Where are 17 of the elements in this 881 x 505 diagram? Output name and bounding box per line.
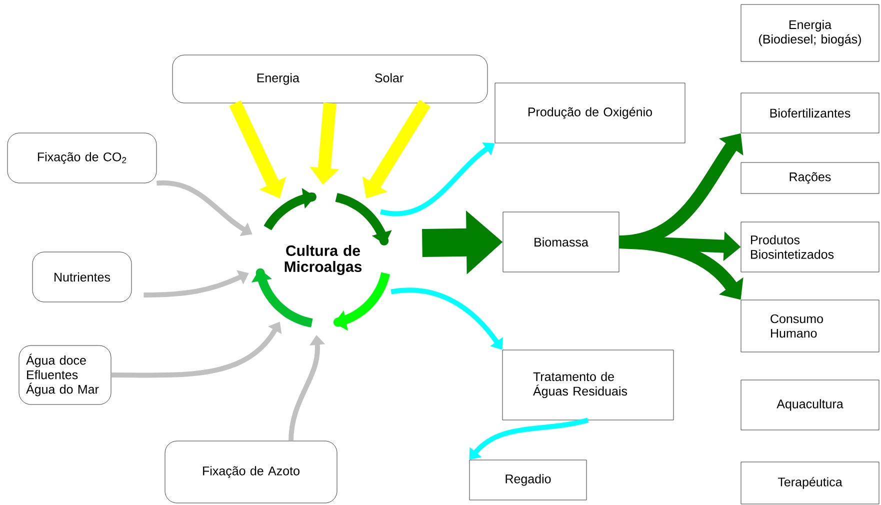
text-box: Produtos Biosintetizados <box>740 222 880 272</box>
rounded-box: Nutrientes <box>32 252 132 302</box>
text-box: Regadio <box>469 460 587 500</box>
text-box: Produção de Oxigénio <box>494 82 686 144</box>
rounded-box: Fixação de CO$_{2}$ <box>7 132 157 184</box>
text-box: Terapéutica <box>740 462 880 504</box>
text-box: Biomassa <box>502 212 620 272</box>
rounded-box: Água doce Efluentes Água do Mar <box>18 345 112 405</box>
text-box: Aquacultura <box>740 380 880 430</box>
text-box: Rações <box>740 162 880 194</box>
text-box: Energia (Biodiesel; biogás) <box>740 4 880 62</box>
text-box: Tratamento de Águas Residuais <box>502 350 674 420</box>
cycle-label: Cultura de Microalgas <box>284 244 362 276</box>
text-box: Biofertilizantes <box>740 92 880 134</box>
rounded-box: Energia Solar <box>172 54 488 104</box>
text-box: Consumo Humano <box>740 300 880 352</box>
rounded-box: Fixação de Azoto <box>164 440 338 504</box>
